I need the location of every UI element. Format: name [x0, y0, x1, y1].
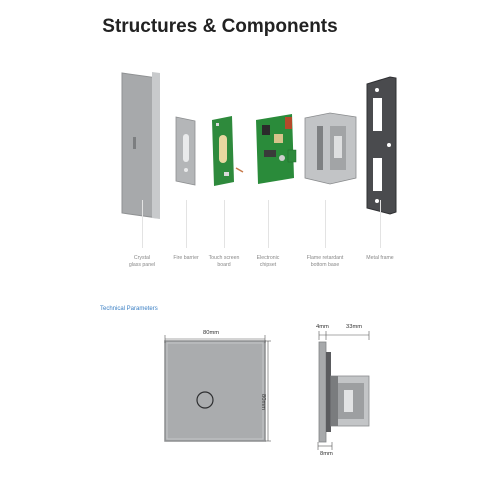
- guide-line: [186, 200, 187, 248]
- front-panel-drawing: [164, 340, 266, 442]
- component-label-fire-barrier: Fire barrier: [173, 255, 199, 261]
- guide-line: [268, 200, 269, 248]
- page-title: Structures & Components: [102, 16, 338, 37]
- side-depth-back-label: 33mm: [346, 324, 363, 330]
- component-label-glass-panel: Crystal glass panel: [128, 255, 156, 268]
- metal-frame-part: [366, 76, 397, 215]
- component-label-bottom-base: Flame retardant bottom base: [306, 255, 344, 268]
- side-bottom-dimension: [317, 442, 333, 450]
- chipset-part: [256, 114, 297, 184]
- component-label-touch-board: Touch screen board: [208, 255, 240, 268]
- component-label-chipset: Electronic chipset: [256, 255, 280, 268]
- side-depth-front-label: 4mm: [316, 324, 329, 330]
- side-bottom-label: 8mm: [320, 451, 333, 457]
- side-top-dimension: [318, 331, 370, 340]
- guide-line: [142, 200, 143, 248]
- guide-line: [224, 200, 225, 248]
- touch-board-part: [212, 116, 244, 186]
- technical-parameters-title: Technical Parameters: [100, 306, 158, 312]
- guide-line: [325, 200, 326, 248]
- bottom-base-part: [304, 112, 357, 185]
- height-label: 80mm: [260, 394, 266, 411]
- width-dimension: [164, 335, 266, 343]
- width-label: 80mm: [203, 330, 220, 336]
- guide-line: [380, 200, 381, 248]
- glass-panel-part: [121, 72, 160, 219]
- component-label-metal-frame: Metal frame: [366, 255, 394, 261]
- side-view-drawing: [318, 341, 370, 443]
- fire-barrier-part: [175, 116, 196, 186]
- height-dimension: [265, 340, 271, 442]
